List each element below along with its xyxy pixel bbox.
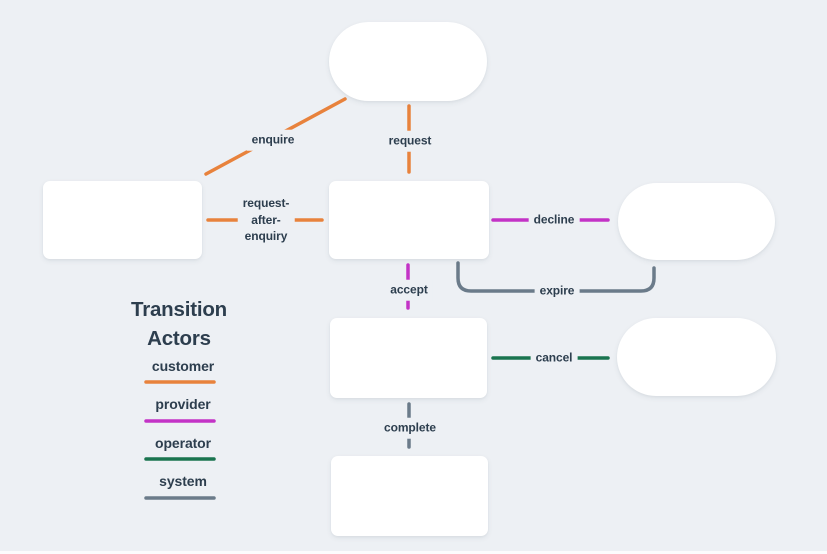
state-node-accepted-box — [330, 318, 487, 398]
legend-item-system-label: system — [159, 473, 207, 489]
system-arrow-icon — [144, 496, 216, 500]
request-label: request — [383, 130, 437, 152]
state-node-enquiry-box — [43, 181, 202, 259]
operator-arrow-icon — [144, 457, 216, 461]
page-bottom-edge — [0, 551, 827, 554]
request-after-enquiry-label: request- after- enquiry — [237, 193, 295, 247]
customer-arrow-icon — [144, 380, 216, 384]
decline-label: decline — [528, 209, 580, 231]
expire-label: expire — [534, 280, 580, 302]
provider-arrow-icon — [144, 419, 216, 423]
cancel-label: cancel — [530, 347, 578, 369]
state-node-completed-box — [331, 456, 488, 536]
legend-item-operator-label: operator — [155, 435, 211, 451]
complete-label: complete — [379, 417, 441, 439]
legend-item-provider-label: provider — [155, 396, 211, 412]
state-node-declined-pill — [618, 183, 775, 260]
state-node-cancelled-pill — [617, 318, 776, 396]
legend-item-customer-label: customer — [151, 358, 215, 374]
legend-title: Transition Actors — [131, 298, 227, 351]
enquire-label: enquire — [246, 129, 300, 151]
accept-label: accept — [385, 279, 433, 301]
state-node-pending-box — [329, 181, 489, 259]
state-node-initial-pill — [329, 22, 487, 101]
